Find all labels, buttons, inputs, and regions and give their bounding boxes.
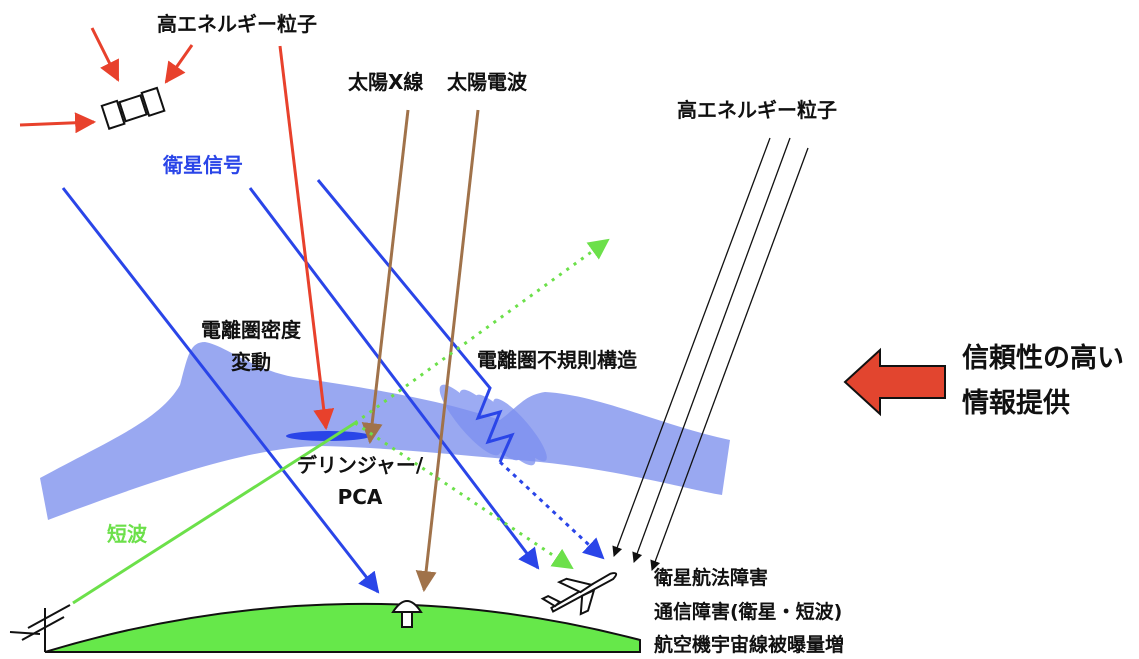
- label-particles-right: 高エネルギー粒子: [677, 98, 837, 122]
- antenna-icon: [9, 604, 71, 652]
- particle-rays-satellite: [19, 27, 194, 134]
- label-solar-radio: 太陽電波: [447, 70, 527, 94]
- satellite-icon: [100, 86, 166, 130]
- label-info-line1: 信頼性の高い: [962, 343, 1124, 374]
- particle-rays-aircraft: [612, 137, 809, 571]
- label-dellinger-line2: PCA: [337, 485, 383, 509]
- particle-ray-ionosphere: [278, 45, 335, 431]
- label-dellinger-line1: デリンジャー/: [296, 453, 424, 477]
- ionosphere-irregularity: [439, 384, 547, 466]
- label-impact-2: 通信障害(衛星・短波): [654, 601, 843, 623]
- radar-dish-icon: [391, 600, 423, 628]
- label-satellite-signal: 衛星信号: [163, 153, 243, 177]
- label-impact-3: 航空機宇宙線被曝量増: [654, 634, 845, 656]
- airplane-icon: [540, 572, 618, 616]
- label-dellinger: デリンジャー/ PCA: [285, 453, 435, 509]
- solar-rays: [361, 109, 480, 593]
- label-iono-density-line1: 電離圏密度: [201, 318, 301, 342]
- label-info-line2: 情報提供: [962, 388, 1070, 419]
- label-iono-irregular: 電離圏不規則構造: [477, 348, 637, 372]
- label-iono-density-line2: 変動: [231, 350, 271, 374]
- label-solar-xray: 太陽X線: [348, 70, 424, 94]
- ionosphere-band: [40, 342, 730, 520]
- satellite-signal-rays: [61, 179, 605, 594]
- info-arrow-icon: [843, 347, 946, 417]
- dellinger-absorption-region: [286, 431, 370, 441]
- label-iono-density: 電離圏密度 変動: [196, 318, 306, 374]
- label-particles-top: 高エネルギー粒子: [157, 12, 317, 36]
- shortwave-rays: [72, 238, 610, 605]
- ground-surface: [44, 602, 641, 653]
- label-shortwave: 短波: [107, 522, 147, 546]
- label-impact-1: 衛星航法障害: [654, 567, 769, 589]
